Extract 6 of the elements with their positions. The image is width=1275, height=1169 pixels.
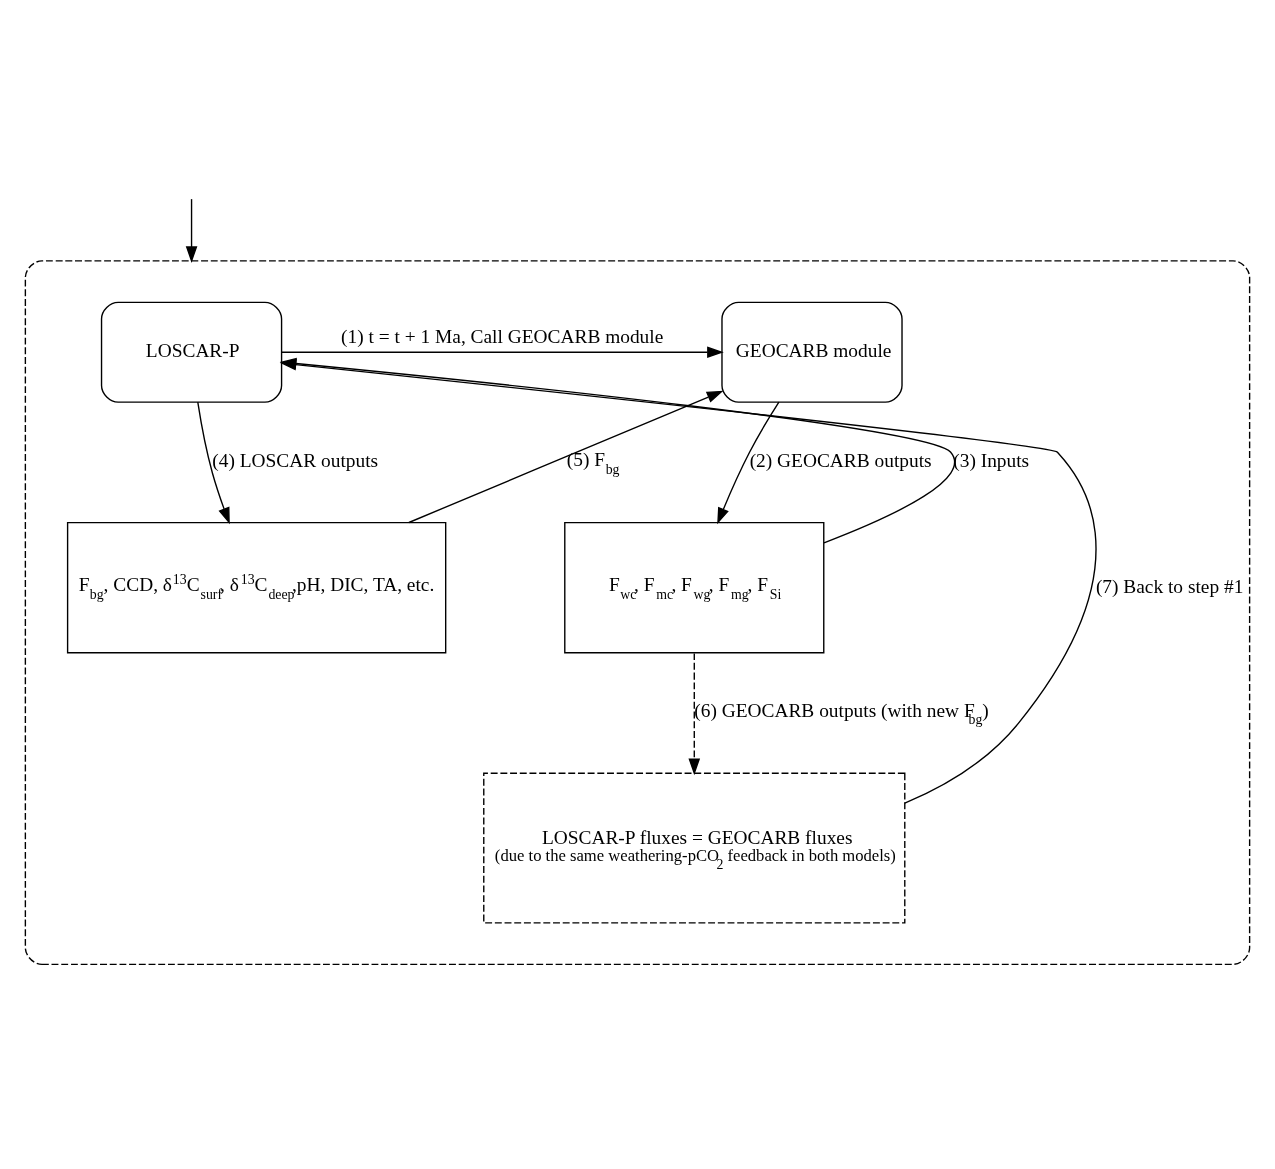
edge-label: (5) F$_{bg}$ — [566, 449, 620, 477]
edge-label: (4) LOSCAR outputs — [212, 450, 379, 472]
edge-label: (7) Back to step #1 — [1095, 575, 1244, 597]
edge-label: (2) GEOCARB outputs — [749, 450, 932, 472]
edge-label: (1) t = t + 1 Ma, Call GEOCARB module — [341, 325, 664, 347]
edge-label: (6) GEOCARB outputs (with new F$_{bg}$) — [694, 699, 989, 728]
